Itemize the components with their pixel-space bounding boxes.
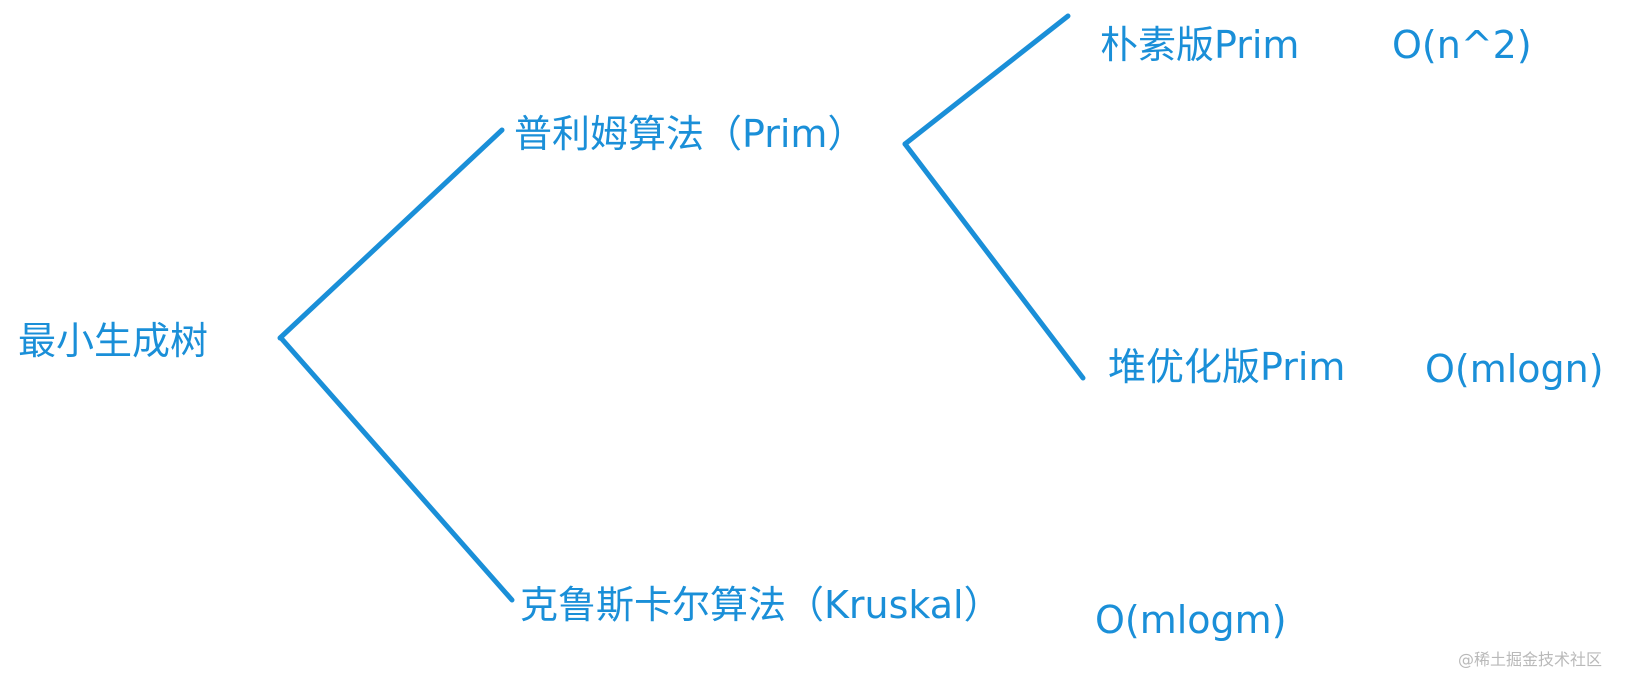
watermark: @稀土掘金技术社区 bbox=[1458, 650, 1603, 669]
heap-prim-label: 堆优化版Prim bbox=[1108, 345, 1346, 389]
kruskal-complexity: O(mlogm) bbox=[1095, 598, 1287, 642]
heap-prim-complexity: O(mlogn) bbox=[1425, 347, 1604, 391]
edge-prim-to-naive bbox=[902, 13, 1071, 147]
edge-root-to-kruskal bbox=[278, 335, 515, 603]
root-node-label: 最小生成树 bbox=[18, 319, 209, 363]
edge-prim-to-heap bbox=[902, 141, 1086, 381]
naive-prim-complexity: O(n^2) bbox=[1392, 23, 1532, 67]
edge-root-to-prim bbox=[277, 127, 505, 341]
naive-prim-label: 朴素版Prim bbox=[1100, 23, 1300, 67]
kruskal-node-label: 克鲁斯卡尔算法（Kruskal） bbox=[520, 583, 1002, 627]
prim-node-label: 普利姆算法（Prim） bbox=[514, 112, 866, 156]
